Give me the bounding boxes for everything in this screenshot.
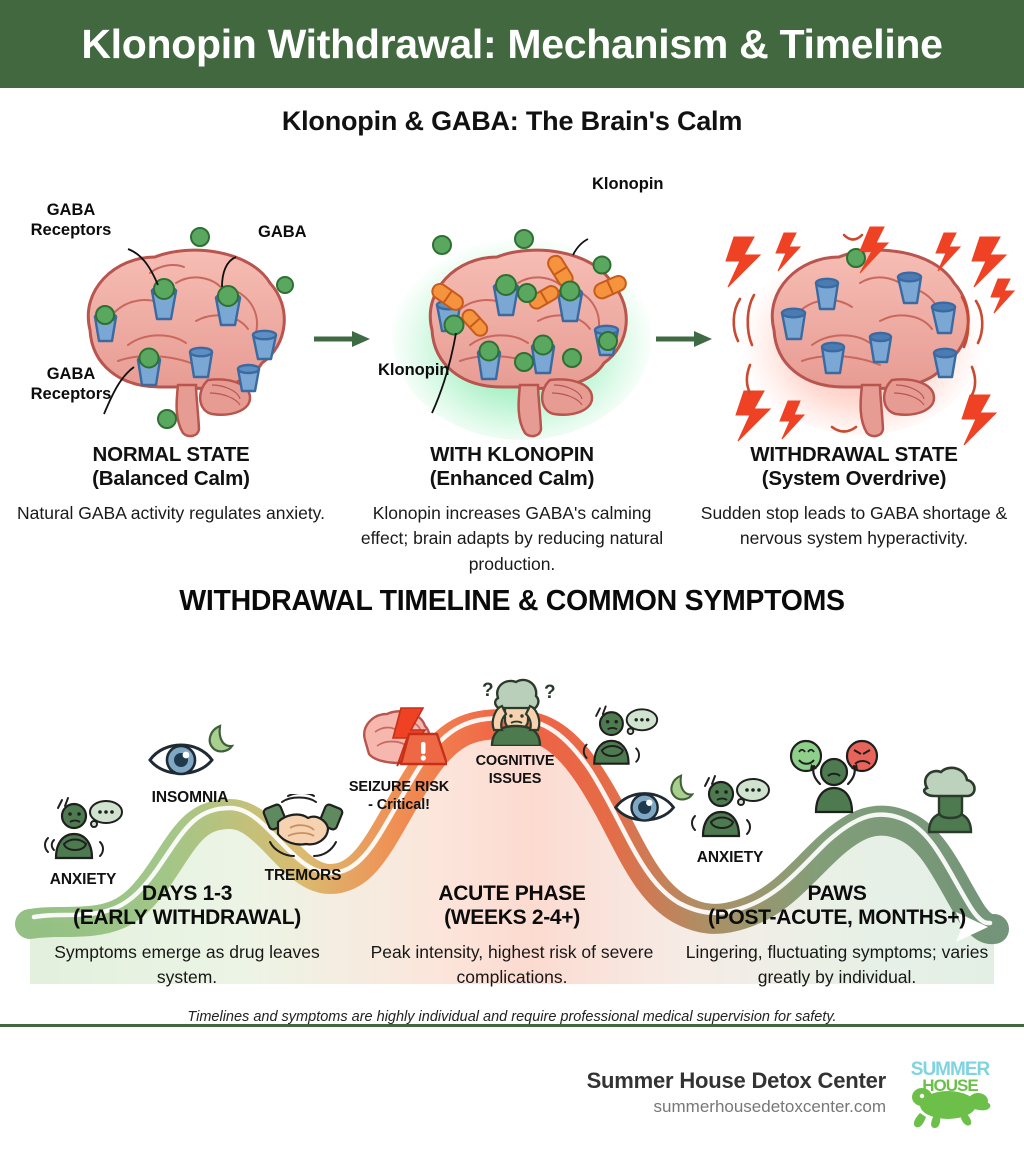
- symptom-label-anxiety-3: ANXIETY: [696, 849, 764, 866]
- symptom-label-tremors: TREMORS: [264, 867, 342, 884]
- annotation-gaba-receptors-bottom: GABA Receptors: [30, 365, 112, 403]
- cloud-head-icon: [922, 766, 976, 834]
- symptom-label-cognitive-l1: COGNITIVE: [475, 753, 555, 769]
- shaking-hands-icon: [262, 792, 344, 857]
- summer-house-logo-icon: SUMMER HOUSE: [911, 1059, 991, 1128]
- anxious-person-icon: [691, 775, 770, 838]
- phase-acute: ACUTE PHASE (WEEKS 2-4+) Peak intensity,…: [370, 882, 654, 988]
- section1-title: Klonopin & GABA: The Brain's Calm: [281, 106, 743, 136]
- annotation-gaba-receptors-top: GABA Receptors: [30, 201, 112, 239]
- footer-website-url[interactable]: summerhousedetoxcenter.com: [653, 1096, 886, 1116]
- brain-captions-row: NORMAL STATE (Balanced Calm) Natural GAB…: [0, 443, 1024, 583]
- symptom-seizure-risk: SEIZURE RISK - Critical!: [340, 706, 458, 813]
- confused-head-icon: ? ?: [482, 678, 556, 748]
- brain-panel-with-klonopin: Klonopin Klonopin: [342, 143, 682, 443]
- symptom-brain-fog: [900, 766, 1000, 843]
- symptom-anxiety-3: ANXIETY: [676, 772, 784, 866]
- symptom-insomnia: INSOMNIA: [130, 722, 250, 806]
- symptom-label-insomnia: INSOMNIA: [151, 789, 229, 806]
- symptom-anxiety-1: ANXIETY: [28, 794, 138, 888]
- anxious-person-icon: [582, 705, 659, 765]
- phase-paws: PAWS (POST-ACUTE, MONTHS+) Lingering, fl…: [685, 882, 989, 988]
- caption-withdrawal-state: WITHDRAWAL STATE (System Overdrive) Sudd…: [700, 443, 1008, 549]
- svg-text:?: ?: [482, 680, 494, 701]
- symptom-mood-swings: [782, 736, 886, 821]
- wave-arrowhead-icon: [956, 912, 988, 942]
- brain-panel-withdrawal: [684, 143, 1024, 445]
- annotation-gaba: GABA: [258, 223, 307, 241]
- annotation-klonopin-bottom: Klonopin: [378, 361, 450, 379]
- logo-text-summer: SUMMER: [911, 1059, 991, 1080]
- eye-moon-icon: [148, 724, 235, 776]
- caption-with-klonopin: WITH KLONOPIN (Enhanced Calm) Klonopin i…: [360, 443, 664, 574]
- symptom-label-seizure-l1: SEIZURE RISK: [348, 779, 450, 795]
- symptom-label-anxiety-1: ANXIETY: [49, 871, 117, 888]
- page-title: Klonopin Withdrawal: Mechanism & Timelin…: [81, 20, 943, 67]
- section2-title: WITHDRAWAL TIMELINE & COMMON SYMPTOMS: [179, 585, 845, 617]
- page-header: Klonopin Withdrawal: Mechanism & Timelin…: [0, 0, 1024, 88]
- eye-moon-icon: [613, 774, 695, 822]
- timeline-disclaimer: Timelines and symptoms are highly indivi…: [187, 1009, 837, 1025]
- symptom-tremors: TREMORS: [248, 792, 358, 884]
- footer-brand-text: Summer House Detox Center summerhousedet…: [586, 1067, 887, 1117]
- symptom-anxiety-2: [570, 702, 670, 775]
- brain-warning-icon: [363, 707, 449, 767]
- phase-days-1-3: DAYS 1-3 (EARLY WITHDRAWAL) Symptoms eme…: [54, 882, 320, 988]
- page-footer: Summer House Detox Center summerhousedet…: [0, 1027, 1024, 1154]
- withdrawal-timeline-chart: ANXIETY INSOMNIA: [0, 624, 1024, 1054]
- annotation-klonopin-top: Klonopin: [592, 175, 664, 193]
- anxious-person-icon: [44, 797, 123, 860]
- svg-text:?: ?: [544, 682, 556, 703]
- symptom-cognitive-issues: ? ? COGNITIVE ISSUES: [456, 674, 574, 787]
- arrow-right-icon-1: [314, 331, 370, 347]
- footer-org-name: Summer House Detox Center: [586, 1067, 887, 1093]
- symptom-insomnia-2: [598, 772, 708, 833]
- normal-brain-illustration: [86, 227, 294, 438]
- brain-mechanism-row: GABA Receptors GABA GABA Receptors: [0, 143, 1024, 445]
- footer-divider: [0, 1024, 1024, 1027]
- symptom-label-seizure-l2: - Critical!: [368, 797, 430, 814]
- symptom-label-cognitive-l2: ISSUES: [488, 771, 542, 788]
- brain-panel-normal: GABA Receptors GABA GABA Receptors: [0, 143, 340, 443]
- mood-swing-icon: [789, 739, 879, 814]
- withdrawal-brain-illustration: [725, 226, 1016, 445]
- arrow-right-icon-2: [656, 331, 712, 347]
- frog-icon: [912, 1088, 991, 1128]
- klonopin-brain-illustration: [392, 229, 652, 440]
- caption-normal-state: NORMAL STATE (Balanced Calm) Natural GAB…: [16, 443, 325, 523]
- logo-text-house: HOUSE: [922, 1076, 978, 1095]
